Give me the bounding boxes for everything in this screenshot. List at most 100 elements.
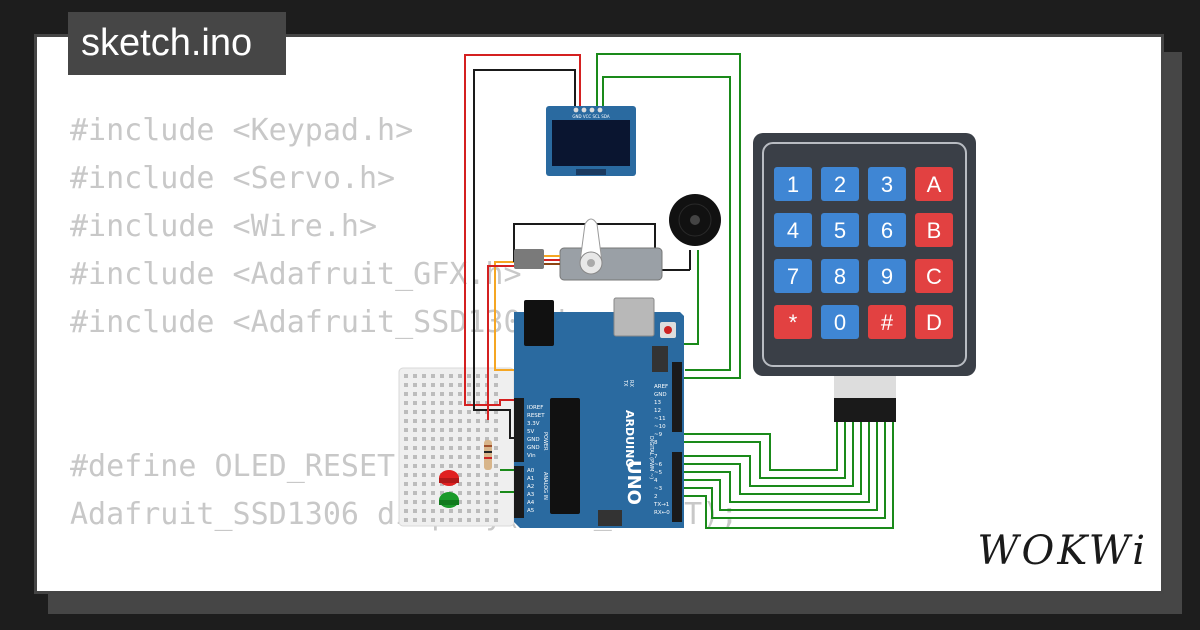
breadboard-hole	[467, 383, 471, 387]
pin-label: A4	[527, 500, 535, 506]
keypad-key-4[interactable]: 4	[774, 213, 812, 247]
keypad-key-5[interactable]: 5	[821, 213, 859, 247]
breadboard-hole	[494, 518, 498, 522]
breadboard-hole	[440, 455, 444, 459]
breadboard-hole	[422, 464, 426, 468]
pin-label: RX←0	[654, 510, 670, 516]
keypad-key-label: 4	[787, 218, 799, 243]
keypad-key-7[interactable]: 7	[774, 259, 812, 293]
breadboard-hole	[494, 437, 498, 441]
breadboard-hole	[422, 473, 426, 477]
breadboard-hole	[449, 428, 453, 432]
keypad-key-label: 7	[787, 264, 799, 289]
code-line: #include <Wire.h>	[70, 209, 378, 244]
pin-label: 5V	[527, 429, 534, 435]
breadboard-hole	[467, 428, 471, 432]
keypad-key-A[interactable]: A	[915, 167, 953, 201]
power-section-label: POWER	[542, 432, 548, 451]
breadboard-hole	[458, 500, 462, 504]
breadboard-hole	[404, 464, 408, 468]
keypad-key-label: 8	[834, 264, 846, 289]
buzzer	[669, 194, 721, 246]
keypad-key-6[interactable]: 6	[868, 213, 906, 247]
breadboard-hole	[422, 401, 426, 405]
keypad-key-D[interactable]: D	[915, 305, 953, 339]
breadboard-hole	[413, 392, 417, 396]
keypad-key-B[interactable]: B	[915, 213, 953, 247]
keypad-key-0[interactable]: 0	[821, 305, 859, 339]
keypad-key-label: 9	[881, 264, 893, 289]
breadboard-hole	[458, 437, 462, 441]
pin-label: A2	[527, 484, 534, 490]
pin-label: 13	[654, 400, 661, 406]
pin-label: Vin	[527, 453, 536, 459]
breadboard-hole	[458, 518, 462, 522]
breadboard-hole	[404, 482, 408, 486]
breadboard-hole	[449, 401, 453, 405]
keypad-key-#[interactable]: #	[868, 305, 906, 339]
keypad-key-*[interactable]: *	[774, 305, 812, 339]
breadboard-hole	[440, 392, 444, 396]
breadboard-hole	[476, 392, 480, 396]
breadboard-hole	[458, 482, 462, 486]
keypad-key-3[interactable]: 3	[868, 167, 906, 201]
breadboard-hole	[404, 401, 408, 405]
breadboard-hole	[494, 464, 498, 468]
code-line: #include <Servo.h>	[70, 161, 396, 196]
breadboard-hole	[413, 500, 417, 504]
breadboard-hole	[485, 473, 489, 477]
sketch-filename-tab[interactable]: sketch.ino	[68, 12, 286, 75]
breadboard-hole	[458, 446, 462, 450]
keypad-key-C[interactable]: C	[915, 259, 953, 293]
analog-section-label: ANALOG IN	[542, 472, 548, 500]
arduino-brand-label: ARDUINO	[623, 410, 636, 468]
breadboard-hole	[422, 500, 426, 504]
breadboard-hole	[431, 482, 435, 486]
breadboard-hole	[467, 401, 471, 405]
breadboard-hole	[494, 419, 498, 423]
wokwi-logo: WOKWi	[977, 528, 1148, 574]
tx-label: TX	[622, 379, 628, 387]
breadboard-hole	[449, 392, 453, 396]
keypad-key-9[interactable]: 9	[868, 259, 906, 293]
breadboard-hole	[494, 491, 498, 495]
breadboard-hole	[404, 437, 408, 441]
breadboard-hole	[413, 437, 417, 441]
breadboard-hole	[476, 383, 480, 387]
breadboard-hole	[476, 482, 480, 486]
breadboard-hole	[458, 455, 462, 459]
breadboard-hole	[494, 482, 498, 486]
breadboard-hole	[413, 518, 417, 522]
pin-label: GND	[527, 445, 540, 451]
breadboard-hole	[440, 419, 444, 423]
breadboard-hole	[422, 437, 426, 441]
breadboard-hole	[404, 473, 408, 477]
pin-label: 3.3V	[527, 421, 540, 427]
breadboard-hole	[476, 401, 480, 405]
keypad-key-8[interactable]: 8	[821, 259, 859, 293]
breadboard-hole	[449, 419, 453, 423]
breadboard-hole	[467, 482, 471, 486]
pin-label: A5	[527, 508, 535, 514]
breadboard-hole	[413, 455, 417, 459]
breadboard-hole	[422, 482, 426, 486]
pin-label: ~5	[654, 470, 663, 476]
breadboard-hole	[431, 473, 435, 477]
breadboard-hole	[413, 383, 417, 387]
breadboard-hole	[449, 509, 453, 513]
digital-section-label: DIGITAL (PWM ~)	[648, 436, 654, 479]
breadboard-hole	[485, 482, 489, 486]
breadboard-hole	[467, 473, 471, 477]
keypad-key-2[interactable]: 2	[821, 167, 859, 201]
breadboard-hole	[422, 428, 426, 432]
breadboard-hole	[494, 473, 498, 477]
breadboard-hole	[431, 419, 435, 423]
breadboard-hole	[440, 428, 444, 432]
keypad-key-1[interactable]: 1	[774, 167, 812, 201]
breadboard-hole	[431, 455, 435, 459]
breadboard-hole	[476, 446, 480, 450]
breadboard-hole	[440, 374, 444, 378]
breadboard-hole	[422, 374, 426, 378]
